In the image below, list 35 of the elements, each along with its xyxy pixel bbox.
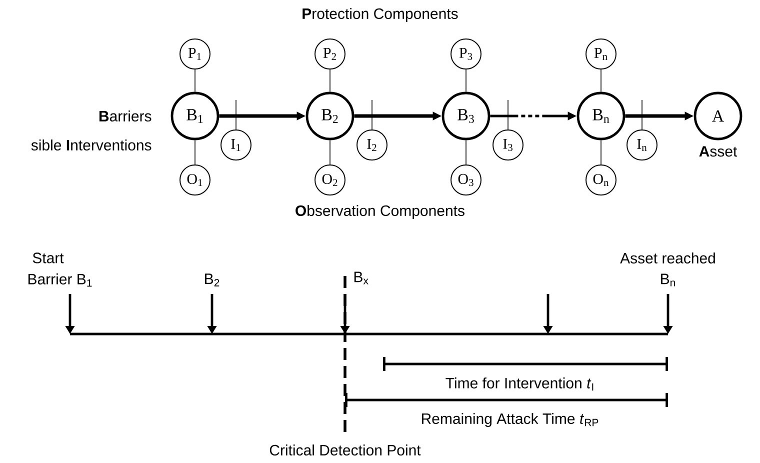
text-label: Barriers [99,110,152,122]
text-label: Protection Components [302,8,458,22]
text-label: Observation Components [296,205,464,219]
connector-line [194,69,196,92]
text-label: sible Interventions [31,140,152,150]
text-label: Critical Detection Point [270,444,421,456]
circle-node: I$_{3}$ [492,130,524,160]
text-label: B$_{x}$ [354,272,368,284]
circle-node: O$_{3}$ [450,164,482,196]
node-caption: Asset [699,146,738,157]
circle-node: B$_{1}$ [170,92,220,140]
circle-node: B$_{3}$ [442,92,490,140]
circle-node: P$_{2}$ [314,38,346,70]
circle-node: P$_{3}$ [450,38,482,70]
circle-node: I$_{n}$ [626,130,658,160]
connector-line [194,140,196,165]
circle-node: A [694,92,742,140]
circle-node: B$_{2}$ [306,92,354,140]
circle-node: O$_{1}$ [180,164,210,196]
circle-node: I$_{1}$ [220,130,252,160]
connector-line [600,140,602,165]
circle-node: P$_{1}$ [180,38,210,70]
text-label: B$_{2}$ [205,274,220,286]
circle-node: B$_{n}$ [576,92,626,140]
text-label: Remaining Attack Time t$_{RP}$ [422,413,598,427]
circle-node: O$_{2}$ [314,164,346,196]
text-label: Start [32,252,64,264]
circle-node: I$_{2}$ [356,130,388,160]
text-label: Barrier B$_{1}$ [28,273,92,287]
text-label: Asset reached [620,252,715,264]
connector-line [600,69,602,92]
text-label: Time for Intervention t$_{I}$ [446,377,594,391]
circle-node: P$_{n}$ [586,38,616,70]
text-label: B$_{n}$ [661,274,675,286]
circle-node: O$_{n}$ [586,164,616,196]
